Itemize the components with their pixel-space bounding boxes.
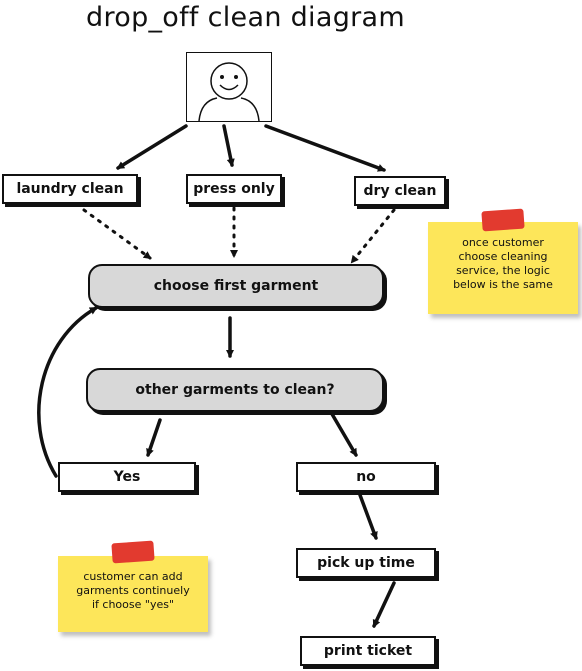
arrow-avatar-to-press <box>222 124 235 167</box>
sticky-note-add-garments: customer can add garments continuely if … <box>58 540 208 632</box>
node-dry-clean: dry clean <box>354 176 446 206</box>
node-press-only: press only <box>186 174 282 204</box>
arrow-avatar-to-laundry <box>116 124 188 170</box>
diagram-title: drop_off clean diagram <box>86 2 405 33</box>
node-print-ticket: print ticket <box>300 636 436 666</box>
user-icon <box>198 62 260 122</box>
arrow-other-to-yes <box>146 418 162 457</box>
arrow-other-to-no <box>330 412 358 457</box>
dotted-dry-to-choose <box>350 208 396 264</box>
sticky-note-service: once customer choose cleaning service, t… <box>428 208 578 314</box>
arrow-avatar-to-dry <box>264 124 386 172</box>
tape-icon <box>111 540 155 564</box>
node-pick-up-time: pick up time <box>296 548 436 578</box>
arrow-yes-loop-back <box>37 306 98 478</box>
arrow-pickup-to-print <box>372 581 396 628</box>
node-yes: Yes <box>58 462 196 492</box>
node-other-garments: other garments to clean? <box>86 368 384 412</box>
node-choose-first-garment: choose first garment <box>88 264 384 308</box>
dotted-laundry-to-choose <box>82 208 152 260</box>
arrow-no-to-pickup <box>358 493 378 540</box>
node-laundry-clean: laundry clean <box>2 174 138 204</box>
sticky-note-service-text: once customer choose cleaning service, t… <box>453 236 553 291</box>
node-no: no <box>296 462 436 492</box>
tape-icon <box>481 208 525 232</box>
customer-avatar <box>186 52 272 122</box>
sticky-note-add-garments-text: customer can add garments continuely if … <box>76 570 190 611</box>
